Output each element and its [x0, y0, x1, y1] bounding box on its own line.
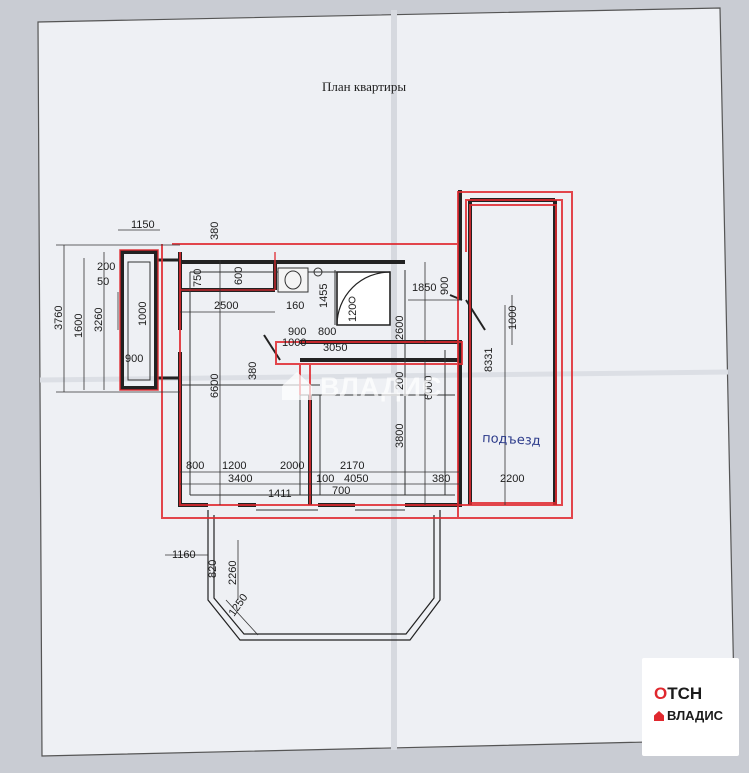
dim-label: 6600	[209, 374, 221, 398]
dim-label: 1150	[131, 219, 155, 231]
logo-line-1: OТСН	[654, 684, 702, 704]
plan-title: План квартиры	[322, 79, 406, 94]
dim-label: 3260	[93, 308, 105, 332]
dim-label: 820	[207, 560, 219, 578]
dim-label: 900	[439, 277, 451, 295]
dim-label: 380	[247, 362, 259, 380]
dim-label: 380	[209, 222, 221, 240]
dim-label: 1000	[507, 306, 519, 330]
dim-label: 380	[432, 473, 450, 485]
dim-label: 8331	[483, 348, 495, 372]
dim-label: 3800	[394, 424, 406, 448]
bathroom-fixtures	[277, 267, 391, 326]
dim-label: 700	[332, 485, 350, 497]
dim-label: 2260	[227, 561, 239, 585]
logo-text-vladis: ВЛАДИС	[667, 708, 724, 723]
tsn-vladis-logo: OТСН ВЛАДИС	[642, 658, 739, 756]
logo-text-t: Т	[667, 684, 678, 703]
logo-circle-mark: O	[654, 684, 668, 703]
toilet	[277, 267, 309, 293]
dim-label: 2170	[340, 460, 364, 472]
watermark: ВЛАДИС	[282, 372, 442, 402]
dim-label: 1000	[282, 337, 306, 349]
dim-label: 1200	[222, 460, 246, 472]
paper-sheet	[38, 8, 735, 756]
house-icon	[654, 711, 664, 721]
dim-label: 200	[394, 372, 406, 390]
dim-label: 800	[186, 460, 204, 472]
dim-label: 2200	[500, 473, 524, 485]
dim-label: 120	[347, 304, 359, 322]
dim-label: 4050	[344, 473, 368, 485]
dim-label: 1850	[412, 282, 436, 294]
dim-label: 900	[288, 326, 306, 338]
shower-drain	[348, 296, 356, 304]
dim-label: 1455	[318, 284, 330, 308]
handwritten-label: подъезд	[482, 431, 541, 449]
dimension-lines	[56, 229, 513, 636]
logo-line-2: ВЛАДИС	[654, 708, 723, 723]
watermark-text: ВЛАДИС	[320, 372, 442, 402]
dim-label: 6000	[423, 376, 435, 400]
shower-tray	[336, 271, 391, 326]
dim-label: 160	[286, 300, 304, 312]
dim-label: 1160	[172, 549, 196, 561]
dimension-labels: 1150 380 200 50 3760 1600 3260 1000 900 …	[53, 219, 524, 619]
dim-label: 1000	[137, 302, 149, 326]
dim-label: 3050	[323, 342, 347, 354]
dim-label: 1411	[268, 488, 292, 500]
dim-label: 3400	[228, 473, 252, 485]
dim-label: 800	[318, 326, 336, 338]
dim-label: 750	[192, 269, 204, 287]
dim-label: 200	[97, 261, 115, 273]
watermark-house-icon	[282, 372, 312, 400]
toilet-bowl	[284, 270, 302, 290]
dim-label: 600	[233, 267, 245, 285]
dim-label: 2000	[280, 460, 304, 472]
loggia	[120, 250, 180, 390]
dim-label: 1600	[73, 314, 85, 338]
sink	[313, 267, 323, 277]
dim-label: 100	[316, 473, 334, 485]
dim-label: 900	[125, 353, 143, 365]
dim-label: 50	[97, 276, 109, 288]
dim-label: 2500	[214, 300, 238, 312]
dim-label: 3760	[53, 306, 65, 330]
shower-curve	[336, 271, 391, 326]
bay-window	[207, 510, 441, 641]
dim-label: 2600	[394, 316, 406, 340]
logo-text-sn: СН	[677, 684, 703, 703]
